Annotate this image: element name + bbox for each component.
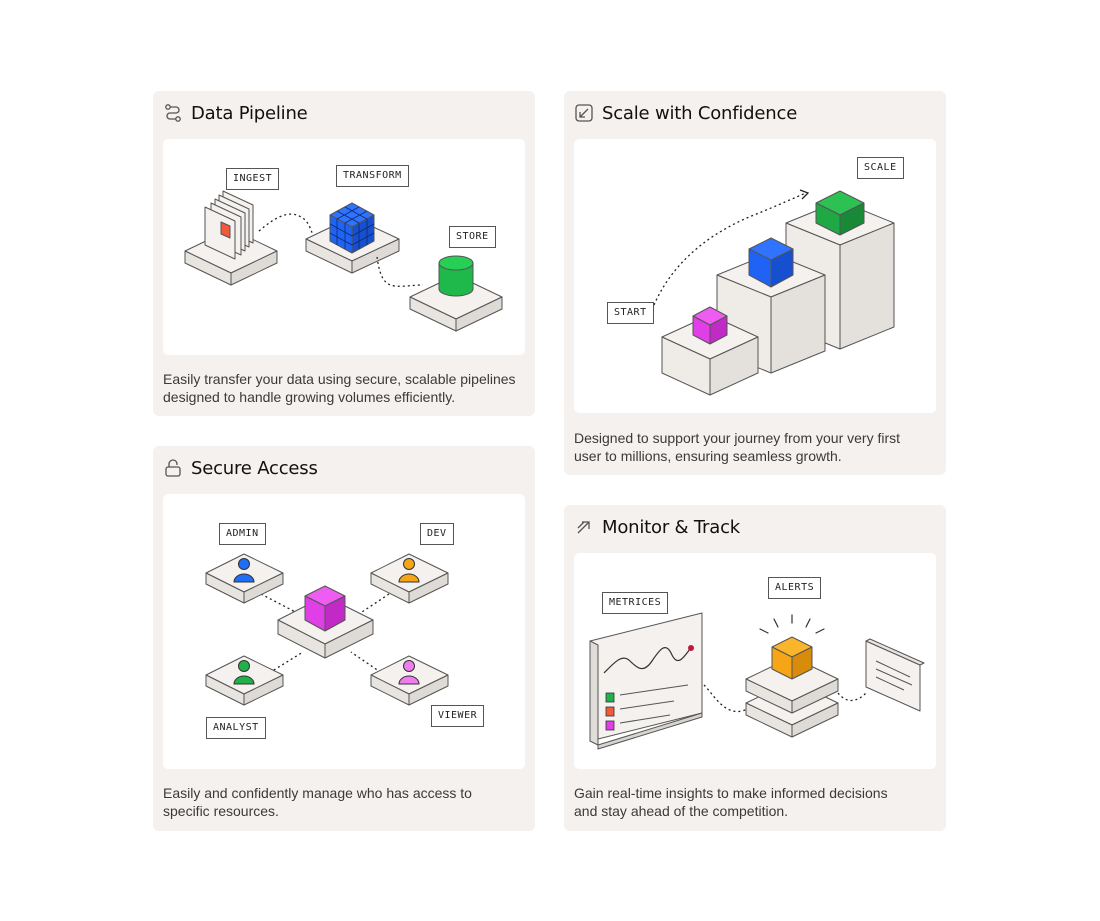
card-title: Monitor & Track: [602, 516, 741, 538]
card-description: Easily and confidently manage who has ac…: [163, 784, 528, 820]
card-header: Data Pipeline: [163, 99, 308, 127]
tag-start: START: [607, 302, 654, 324]
pipeline-illustration: INGEST TRANSFORM STORE: [163, 139, 525, 355]
card-header: Monitor & Track: [574, 513, 740, 541]
expand-arrow-icon: [575, 104, 593, 122]
description-line: designed to handle growing volumes effic…: [163, 389, 456, 405]
lock-icon: [165, 459, 181, 477]
scale-illustration: START SCALE: [574, 139, 936, 413]
monitor-illustration: METRICES ALERTS: [574, 553, 936, 769]
tag-admin: ADMIN: [219, 523, 266, 545]
card-header: Secure Access: [163, 454, 318, 482]
card-data-pipeline: Data Pipeline: [153, 91, 535, 416]
scale-diagram: [653, 189, 895, 396]
access-illustration: ADMIN DEV ANALYST VIEWER: [163, 494, 525, 769]
tag-viewer: VIEWER: [431, 705, 485, 727]
card-title: Secure Access: [191, 457, 318, 479]
description-line: Easily and confidently manage who has ac…: [163, 785, 472, 801]
card-title: Data Pipeline: [191, 102, 308, 124]
description-line: Gain real-time insights to make informed…: [574, 785, 888, 801]
tag-transform: TRANSFORM: [336, 165, 409, 187]
description-line: specific resources.: [163, 803, 279, 819]
monitor-diagram: [589, 612, 925, 750]
card-scale: Scale with Confidence: [564, 91, 946, 475]
trend-arrow-icon: [577, 521, 590, 534]
card-title: Scale with Confidence: [602, 102, 798, 124]
tag-scale: SCALE: [857, 157, 904, 179]
tag-alerts: ALERTS: [768, 577, 822, 599]
route-icon: [165, 104, 181, 122]
description-line: and stay ahead of the competition.: [574, 803, 789, 819]
card-header: Scale with Confidence: [574, 99, 797, 127]
card-description: Easily transfer your data using secure, …: [163, 370, 528, 406]
card-monitor: Monitor & Track: [564, 505, 946, 831]
access-diagram: [205, 553, 449, 706]
tag-metrices: METRICES: [602, 592, 669, 614]
description-line: user to millions, ensuring seamless grow…: [574, 448, 842, 464]
card-secure-access: Secure Access: [153, 446, 535, 831]
pipeline-diagram: [184, 190, 503, 332]
card-description: Designed to support your journey from yo…: [574, 429, 939, 465]
tag-dev: DEV: [420, 523, 454, 545]
tag-ingest: INGEST: [226, 168, 280, 190]
description-line: Designed to support your journey from yo…: [574, 430, 901, 446]
description-line: Easily transfer your data using secure, …: [163, 371, 516, 387]
tag-store: STORE: [449, 226, 496, 248]
card-description: Gain real-time insights to make informed…: [574, 784, 939, 820]
tag-analyst: ANALYST: [206, 717, 266, 739]
